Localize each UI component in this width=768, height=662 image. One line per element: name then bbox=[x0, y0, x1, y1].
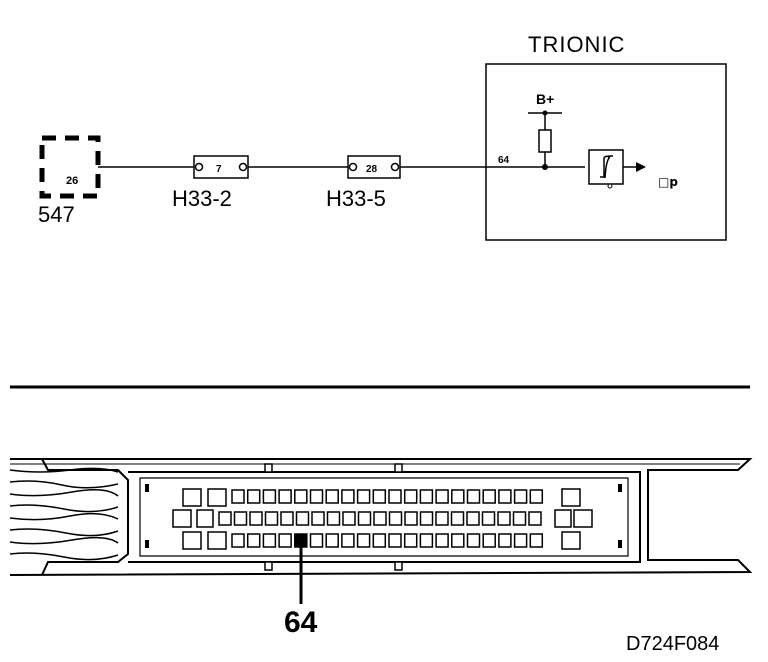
pin-cavity bbox=[309, 533, 324, 548]
pin-cavity bbox=[295, 511, 310, 526]
component-id-label: 547 bbox=[38, 202, 75, 227]
pin-cavity bbox=[357, 511, 372, 526]
pin-cavity bbox=[356, 489, 371, 504]
pin-cavity bbox=[435, 533, 449, 548]
pin-cavity bbox=[278, 533, 292, 548]
pin-cavity bbox=[419, 489, 434, 504]
pin-cavity bbox=[435, 511, 449, 526]
connector-id-label: H33-5 bbox=[326, 186, 386, 211]
output-arrow-icon bbox=[636, 162, 646, 172]
pin-cavity bbox=[246, 533, 261, 548]
pin-cavity bbox=[403, 533, 418, 548]
pin-cavity bbox=[196, 509, 214, 528]
pin-grid bbox=[172, 488, 593, 550]
ecu-connector-view bbox=[9, 458, 753, 576]
pin-cavity bbox=[419, 511, 434, 526]
connector-h33-5: 28 H33-5 bbox=[326, 155, 401, 211]
pin-cavity bbox=[561, 531, 581, 550]
pin-cavity bbox=[262, 489, 277, 504]
pin-cavity bbox=[554, 509, 572, 528]
pin-cavity bbox=[481, 511, 496, 526]
pin-cavity bbox=[573, 509, 593, 528]
pin-cavity bbox=[172, 509, 192, 528]
pin-cavity bbox=[341, 533, 355, 548]
pin-cavity bbox=[498, 489, 512, 504]
pin-cavity bbox=[231, 533, 245, 548]
pin-cavity bbox=[529, 489, 544, 504]
pin-cavity bbox=[451, 489, 465, 504]
component-pin-label: 26 bbox=[66, 175, 78, 187]
junction-node bbox=[542, 164, 548, 170]
pin-cavity bbox=[388, 533, 402, 548]
wire-harness bbox=[9, 467, 119, 561]
pin-cavity bbox=[482, 489, 496, 504]
pin-cavity bbox=[466, 489, 481, 504]
pin-cavity bbox=[513, 489, 528, 504]
pin-cavity bbox=[246, 489, 261, 504]
ecu-trionic: TRIONIC 64 B+ □p bbox=[485, 32, 727, 241]
pin-cavity bbox=[561, 488, 581, 507]
pin-cavity bbox=[466, 511, 480, 526]
pin-cavity bbox=[309, 489, 324, 504]
pin-cavity bbox=[207, 531, 227, 550]
pin-cavity bbox=[342, 511, 356, 526]
pin-cavity bbox=[403, 489, 418, 504]
pin-cavity bbox=[372, 489, 387, 504]
connector-h33-2: 7 H33-2 bbox=[172, 155, 249, 211]
component-547: 26 547 bbox=[38, 135, 101, 227]
pullup-resistor bbox=[538, 129, 552, 153]
pin-cavity bbox=[435, 489, 449, 504]
pin-cavity bbox=[262, 533, 277, 548]
pin-cavity bbox=[233, 511, 248, 526]
pin-cavity bbox=[218, 511, 232, 526]
pin-cavity bbox=[388, 489, 402, 504]
pin-cavity bbox=[528, 511, 542, 526]
pin-cavity bbox=[278, 489, 292, 504]
output-label: □p bbox=[658, 175, 678, 189]
pin-cavity bbox=[264, 511, 279, 526]
pin-cavity bbox=[372, 533, 387, 548]
ecu-pin-label: 64 bbox=[498, 155, 510, 166]
pin-cavity bbox=[497, 511, 511, 526]
connector-pin-label: 7 bbox=[216, 164, 222, 175]
ecu-title: TRIONIC bbox=[528, 32, 625, 57]
pin-cavity bbox=[341, 489, 355, 504]
pin-cavity bbox=[311, 511, 325, 526]
pin-cavity bbox=[482, 533, 496, 548]
pin-cavity bbox=[294, 489, 308, 504]
pin-cavity bbox=[249, 511, 263, 526]
pin-cavity bbox=[356, 533, 371, 548]
pin-cavity bbox=[231, 489, 245, 504]
pin-cavity bbox=[182, 531, 202, 550]
pin-cavity bbox=[325, 489, 339, 504]
supply-label: B+ bbox=[536, 91, 554, 107]
pin-cavity bbox=[466, 533, 481, 548]
connector-pin-label: 28 bbox=[366, 164, 378, 175]
pin-cavity bbox=[512, 511, 527, 526]
pin-cavity bbox=[451, 533, 465, 548]
pin-cavity bbox=[529, 533, 544, 548]
pin-cavity bbox=[498, 533, 512, 548]
pin-cavity bbox=[373, 511, 387, 526]
pin-cavity bbox=[450, 511, 465, 526]
pin-cavity bbox=[325, 533, 339, 548]
pin-cavity bbox=[419, 533, 434, 548]
pin-cavity bbox=[388, 511, 403, 526]
pin-cavity bbox=[182, 488, 202, 507]
pin-cavity bbox=[404, 511, 418, 526]
pin-cavity bbox=[280, 511, 294, 526]
pin-callout-label: 64 bbox=[284, 606, 318, 639]
figure-code: D724F084 bbox=[626, 633, 719, 655]
connector-id-label: H33-2 bbox=[172, 186, 232, 211]
pin-cavity bbox=[513, 533, 528, 548]
pin-cavity bbox=[326, 511, 341, 526]
pin-cavity bbox=[207, 488, 227, 507]
